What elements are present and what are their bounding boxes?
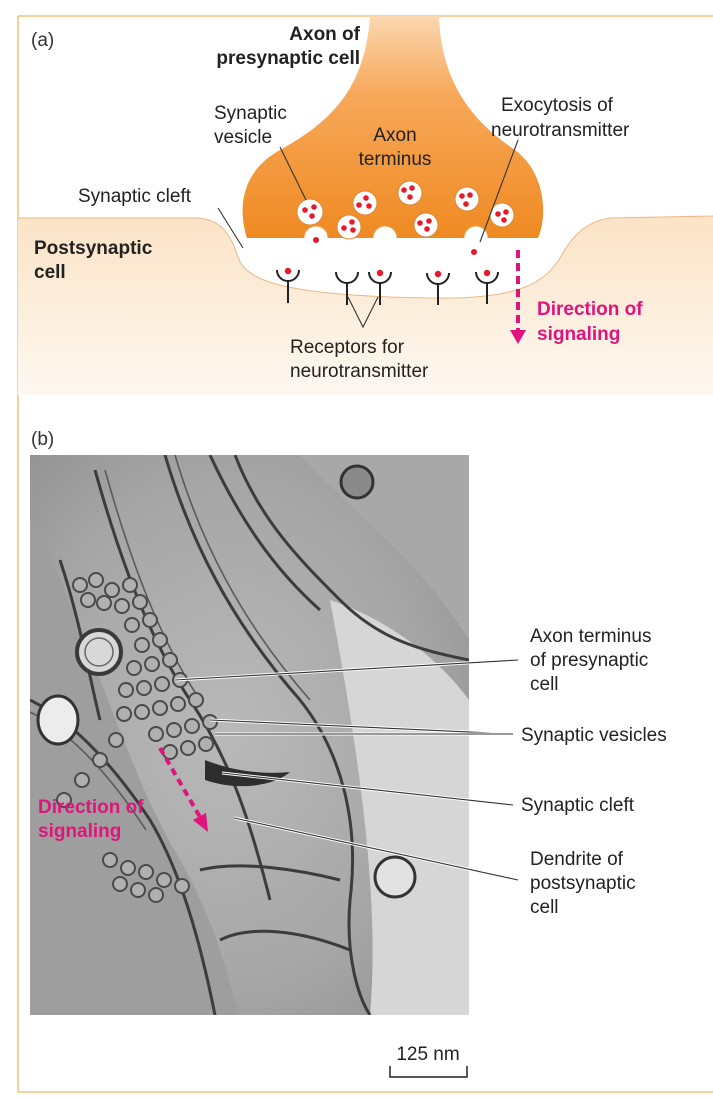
receptor [335, 271, 359, 305]
terminus-label-line1: Axon [373, 125, 416, 146]
direction-a-line1: Direction of [537, 299, 643, 320]
axon-label-line1: Axon of [289, 24, 360, 45]
scale-label: 125 nm [396, 1044, 459, 1065]
vesicle [352, 190, 378, 216]
panel-a-label: (a) [31, 30, 54, 51]
scale-bar: 125 nm [389, 1044, 468, 1078]
axon-terminus-shape [242, 16, 544, 238]
vesicle-label-line2: vesicle [214, 127, 272, 148]
post-label-line1: Postsynaptic [34, 238, 153, 259]
b-dendrite-line3: cell [530, 897, 559, 918]
b-dendrite-line1: Dendrite of [530, 849, 624, 870]
b-vesicles-label: Synaptic vesicles [521, 725, 667, 746]
receptors [276, 267, 499, 305]
leader-receptors [347, 296, 379, 329]
direction-arrowhead-a [510, 330, 526, 344]
leader-cleft-a [217, 207, 244, 249]
vesicle [454, 186, 480, 212]
vesicle-label-line1: Synaptic [214, 103, 287, 124]
leaders-b [174, 658, 519, 882]
direction-a-line2: signaling [537, 324, 620, 345]
receptor [276, 267, 300, 303]
receptor [368, 269, 392, 305]
exocytosis-label-line2: neurotransmitter [491, 120, 630, 141]
direction-arrowhead-b [193, 813, 208, 832]
fusing-vesicle [303, 225, 329, 239]
panel-b: (b) [30, 429, 667, 1078]
vesicle [413, 212, 439, 238]
axon-label-line2: presynaptic cell [216, 48, 360, 69]
postsynaptic-membrane [18, 215, 713, 299]
leader-vesicle [279, 146, 307, 201]
panel-b-label: (b) [31, 429, 54, 450]
b-cleft-label: Synaptic cleft [521, 795, 635, 816]
direction-b-line2: signaling [38, 821, 121, 842]
panel-a: (a) Axon of presynaptic cell Synaptic ve… [18, 16, 713, 395]
direction-b-line1: Direction of [38, 797, 144, 818]
b-terminus-line3: cell [530, 674, 559, 695]
fusing-vesicle [372, 225, 398, 239]
b-dendrite-line2: postsynaptic [530, 873, 636, 894]
em-vesicles [56, 572, 218, 903]
synaptic-vesicles [296, 180, 515, 240]
exocytosis-label-line1: Exocytosis of [501, 95, 614, 116]
direction-arrow-b [158, 746, 202, 819]
receptor [426, 270, 450, 305]
receptor-label-line2: neurotransmitter [290, 361, 429, 382]
neurotransmitter-dot [471, 249, 477, 255]
vesicle [296, 198, 324, 226]
b-terminus-line1: Axon terminus [530, 626, 651, 647]
neurotransmitter-dot [313, 237, 319, 243]
fusing-vesicle [463, 225, 489, 239]
postsynaptic-cell-shape [18, 216, 713, 395]
vesicle [397, 180, 423, 206]
vesicle [336, 214, 362, 240]
receptor [475, 269, 499, 304]
cleft-label-a: Synaptic cleft [78, 186, 192, 207]
b-terminus-line2: of presynaptic [530, 650, 648, 671]
receptor-label-line1: Receptors for [290, 337, 405, 358]
post-label-line2: cell [34, 262, 66, 283]
terminus-label-line2: terminus [359, 149, 432, 170]
leader-exocytosis [479, 139, 519, 243]
